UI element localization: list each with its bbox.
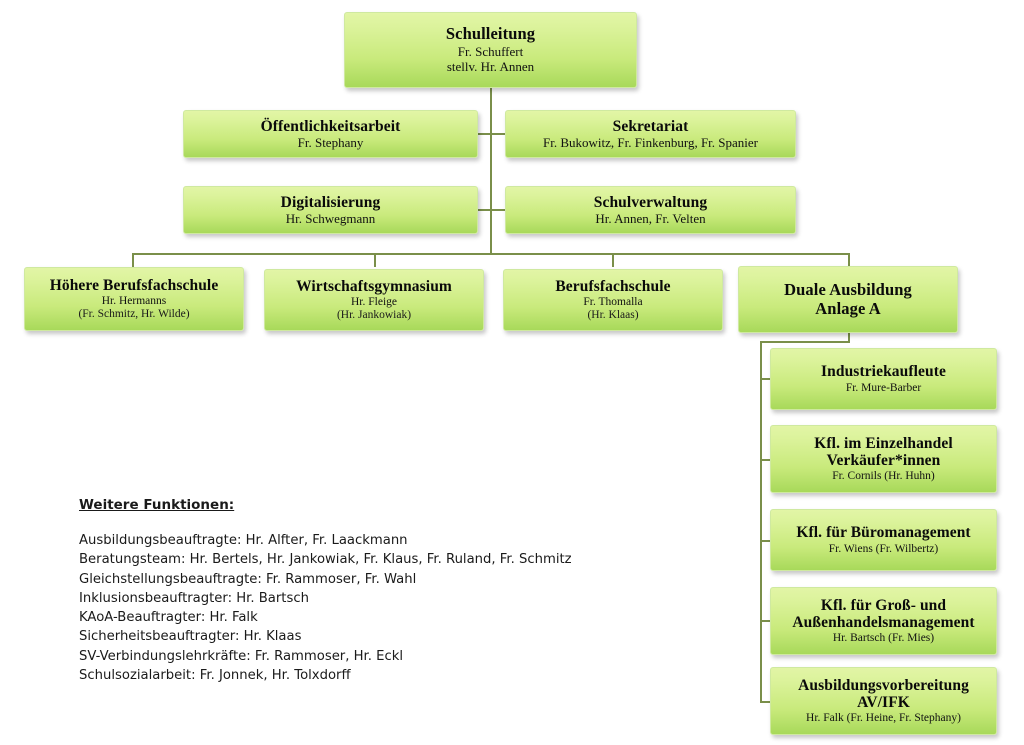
node-title: Sekretariat <box>612 117 689 135</box>
notes-item: Inklusionsbeauftragter: Hr. Bartsch <box>79 590 309 606</box>
connector-duale-spine <box>760 341 762 703</box>
connector-department-bar <box>132 253 850 255</box>
node-subtitle: Hr. Hermanns <box>101 295 167 308</box>
node-title: Kfl. für Büromanagement <box>796 524 971 542</box>
node-title: Schulleitung <box>445 24 536 44</box>
node-subtitle: Fr. Wiens (Fr. Wilbertz) <box>828 542 939 555</box>
weitere-funktionen-block: Weitere Funktionen: Ausbildungsbeauftrag… <box>79 494 639 685</box>
notes-item: Schulsozialarbeit: Fr. Jonnek, Hr. Tolxd… <box>79 668 351 684</box>
notes-heading: Weitere Funktionen: <box>79 497 235 513</box>
node-grosshandel[interactable]: Kfl. für Groß- und Außenhandelsmanagemen… <box>770 587 997 655</box>
node-subtitle: Fr. Schuffert <box>457 43 524 59</box>
connector-to-schulverwaltung <box>490 209 505 211</box>
node-subtitle-secondary: (Hr. Klaas) <box>587 309 639 322</box>
node-subtitle-secondary: stellv. Hr. Annen <box>446 59 535 75</box>
node-subtitle: Fr. Bukowitz, Fr. Finkenburg, Fr. Spanie… <box>543 134 758 150</box>
node-subtitle: Hr. Bartsch (Fr. Mies) <box>832 632 935 645</box>
node-ausbildungsvorbereitung[interactable]: Ausbildungsvorbereitung AV/IFK Hr. Falk … <box>770 667 997 735</box>
connector-to-industriekaufleute <box>760 378 772 380</box>
node-title: Industriekaufleute <box>821 363 946 381</box>
node-subtitle-secondary: (Fr. Schmitz, Hr. Wilde) <box>78 308 190 321</box>
node-title-secondary: Anlage A <box>815 298 881 318</box>
node-title: Duale Ausbildung <box>784 280 912 300</box>
node-einzelhandel[interactable]: Kfl. im Einzelhandel Verkäufer*innen Fr.… <box>770 425 997 493</box>
connector-drop-berufsfachschule <box>612 253 614 267</box>
node-sekretariat[interactable]: Sekretariat Fr. Bukowitz, Fr. Finkenburg… <box>505 110 796 158</box>
notes-item: Sicherheitsbeauftragter: Hr. Klaas <box>79 629 302 645</box>
notes-item: Ausbildungsbeauftragte: Hr. Alfter, Fr. … <box>79 533 408 548</box>
node-oeffentlichkeitsarbeit[interactable]: Öffentlichkeitsarbeit Fr. Stephany <box>183 110 478 158</box>
node-duale-ausbildung[interactable]: Duale Ausbildung Anlage A <box>738 266 958 333</box>
node-subtitle: Fr. Thomalla <box>583 296 643 309</box>
node-title: Höhere Berufsfachschule <box>49 276 219 294</box>
node-hoehere-berufsfachschule[interactable]: Höhere Berufsfachschule Hr. Hermanns (Fr… <box>24 267 244 331</box>
connector-duale-stem <box>848 333 850 343</box>
node-subtitle: Hr. Schwegmann <box>285 210 376 226</box>
connector-to-grosshandel <box>760 620 772 622</box>
node-subtitle: Hr. Annen, Fr. Velten <box>595 210 706 226</box>
connector-to-einzelhandel <box>760 459 772 461</box>
node-subtitle: Hr. Fleige <box>351 296 397 309</box>
connector-to-bueromanagement <box>760 540 772 542</box>
node-title: Schulverwaltung <box>593 193 708 211</box>
node-title-secondary: Außenhandelsmanagement <box>792 614 975 632</box>
connector-to-sekretariat <box>490 133 505 135</box>
node-title: Berufsfachschule <box>555 277 671 295</box>
node-schulverwaltung[interactable]: Schulverwaltung Hr. Annen, Fr. Velten <box>505 186 796 234</box>
connector-drop-wirtschaftsgymnasium <box>374 253 376 267</box>
node-berufsfachschule[interactable]: Berufsfachschule Fr. Thomalla (Hr. Klaas… <box>503 269 723 331</box>
node-bueromanagement[interactable]: Kfl. für Büromanagement Fr. Wiens (Fr. W… <box>770 509 997 571</box>
node-subtitle-secondary: (Hr. Jankowiak) <box>336 309 412 322</box>
node-subtitle: Fr. Stephany <box>297 134 364 150</box>
notes-item: Beratungsteam: Hr. Bertels, Hr. Jankowia… <box>79 552 572 568</box>
node-title: Kfl. für Groß- und <box>820 596 947 614</box>
node-industriekaufleute[interactable]: Industriekaufleute Fr. Mure-Barber <box>770 348 997 410</box>
connector-trunk-main <box>490 88 492 254</box>
node-title: Digitalisierung <box>280 193 381 211</box>
connector-duale-elbow <box>760 341 850 343</box>
connector-drop-hoehere-berufsfachschule <box>132 253 134 267</box>
connector-drop-duale-ausbildung <box>848 253 850 267</box>
notes-item: SV-Verbindungslehrkräfte: Fr. Rammoser, … <box>79 648 404 664</box>
notes-list: Ausbildungsbeauftragte: Hr. Alfter, Fr. … <box>79 531 639 685</box>
node-subtitle: Fr. Cornils (Hr. Huhn) <box>832 470 935 483</box>
node-title: Kfl. im Einzelhandel <box>814 434 953 452</box>
node-title: Öffentlichkeitsarbeit <box>260 117 401 135</box>
node-title: Wirtschaftsgymnasium <box>296 277 452 295</box>
node-subtitle: Fr. Mure-Barber <box>845 381 922 394</box>
connector-to-ausbildungsvorbereitung <box>760 701 772 703</box>
node-title: Ausbildungsvorbereitung <box>798 676 969 694</box>
notes-item: KAoA-Beauftragter: Hr. Falk <box>79 610 258 626</box>
node-digitalisierung[interactable]: Digitalisierung Hr. Schwegmann <box>183 186 478 234</box>
node-title-secondary: AV/IFK <box>857 694 910 712</box>
notes-item: Gleichstellungsbeauftragte: Fr. Rammoser… <box>79 571 417 587</box>
connector-to-digitalisierung <box>477 209 491 211</box>
node-title-secondary: Verkäufer*innen <box>826 452 941 470</box>
node-wirtschaftsgymnasium[interactable]: Wirtschaftsgymnasium Hr. Fleige (Hr. Jan… <box>264 269 484 331</box>
node-subtitle: Hr. Falk (Fr. Heine, Fr. Stephany) <box>806 712 961 725</box>
node-schulleitung[interactable]: Schulleitung Fr. Schuffert stellv. Hr. A… <box>344 12 637 88</box>
connector-to-oeffentlichkeitsarbeit <box>477 133 491 135</box>
